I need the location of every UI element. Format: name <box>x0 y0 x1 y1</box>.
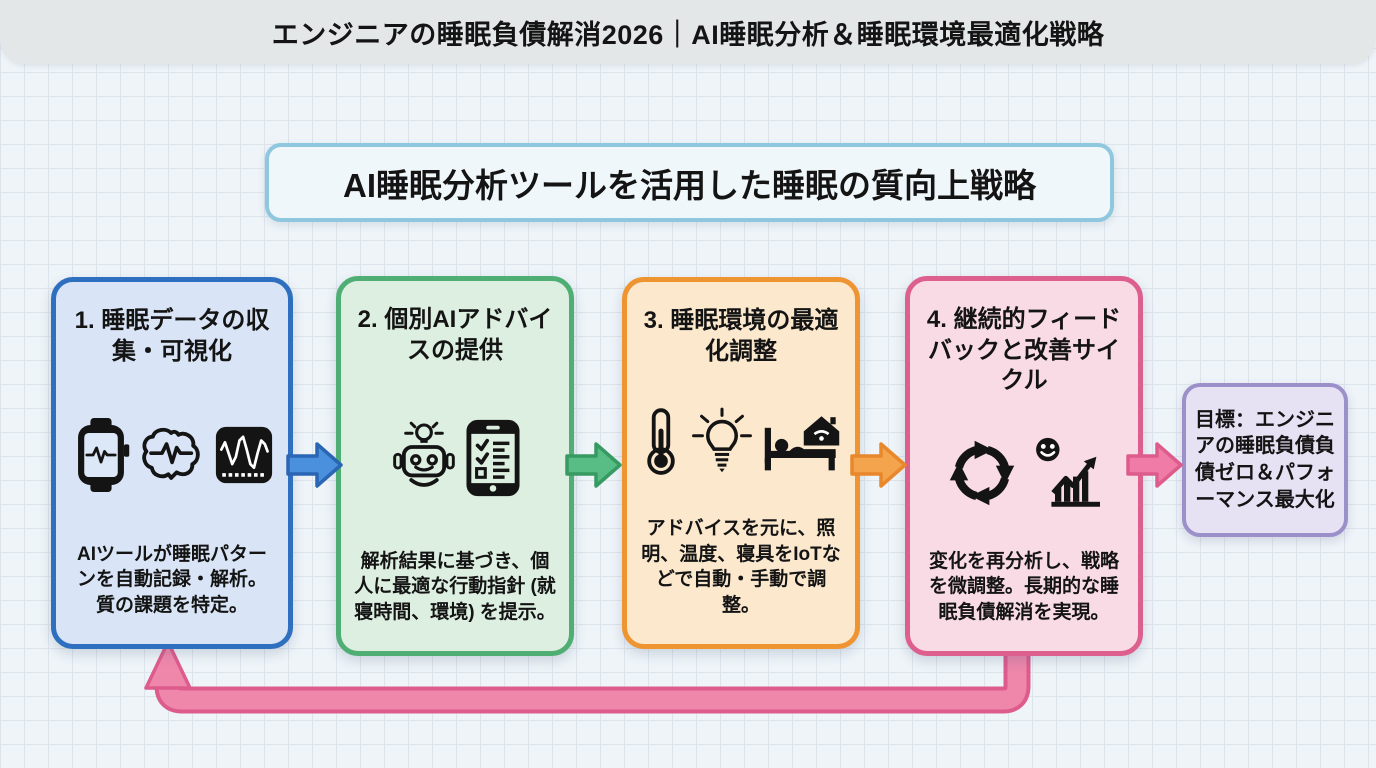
step-1-description: AIツールが睡眠パターンを自動記録・解析。質の課題を特定。 <box>76 543 267 616</box>
step-3-card: 3. 睡眠環境の最適化調整 <box>622 277 860 649</box>
step-4-icons <box>947 397 1102 548</box>
strategy-title: AI睡眠分析ツールを活用した睡眠の質向上戦略 <box>343 166 1036 204</box>
thermometer-icon <box>647 408 675 475</box>
arrow-step1-to-step2 <box>286 442 343 488</box>
strategy-title-box: AI睡眠分析ツールを活用した睡眠の質向上戦略 <box>265 143 1114 222</box>
lightbulb-icon <box>692 407 752 473</box>
arrow-step2-to-step3 <box>565 442 622 488</box>
step-2-card: 2. 個別AIアドバイスの提供 <box>336 276 574 656</box>
header-bar: エンジニアの睡眠負債解消2026｜AI睡眠分析＆睡眠環境最適化戦略 <box>0 0 1376 64</box>
arrow-step3-to-step4 <box>850 442 907 488</box>
phone-checklist-icon <box>465 419 520 496</box>
smiley-growth-chart-icon <box>1035 437 1100 507</box>
page-title: エンジニアの睡眠負債解消2026｜AI睡眠分析＆睡眠環境最適化戦略 <box>271 19 1105 50</box>
step-2-description: 解析結果に基づき、個人に最適な行動指針 (就寝時間、環境) を提示。 <box>354 550 556 623</box>
step-3-icons <box>641 367 841 516</box>
goal-text: 目標：エンジニアの睡眠負債負債ゼロ＆パフォーマンス最大化 <box>1195 408 1335 511</box>
robot-idea-icon <box>392 421 455 487</box>
smart-bed-icon <box>764 416 840 471</box>
goal-box: 目標：エンジニアの睡眠負債負債ゼロ＆パフォーマンス最大化 <box>1182 383 1348 537</box>
brain-pulse-icon <box>142 427 200 480</box>
step-1-icons <box>71 367 273 541</box>
feedback-loop-fill <box>158 644 1027 710</box>
cycle-arrows-icon <box>949 440 1014 506</box>
step-4-description: 変化を再分析し、戦略を微調整。長期的な睡眠負債解消を実現。 <box>928 550 1119 623</box>
step-2-icons <box>391 366 520 548</box>
feedback-loop-arrow <box>144 640 1031 714</box>
step-4-card: 4. 継続的フィードバックと改善サイクル <box>905 276 1143 656</box>
step-3-description: アドバイスを元に、照明、温度、寝具をIoTなどで自動・手動で調整。 <box>641 518 841 616</box>
smartwatch-heartbeat-icon <box>78 417 130 492</box>
arrow-step4-to-goal <box>1126 442 1183 488</box>
step-1-card: 1. 睡眠データの収集・可視化 <box>51 277 293 649</box>
step-2-title: 2. 個別AIアドバイスの提供 <box>357 306 553 364</box>
feedback-loop-arrowhead <box>144 640 192 690</box>
sleep-graph-icon <box>215 426 273 483</box>
step-3-title: 3. 睡眠環境の最適化調整 <box>643 307 839 365</box>
step-1-title: 1. 睡眠データの収集・可視化 <box>74 307 270 365</box>
step-4-title: 4. 継続的フィードバックと改善サイクル <box>926 306 1122 395</box>
